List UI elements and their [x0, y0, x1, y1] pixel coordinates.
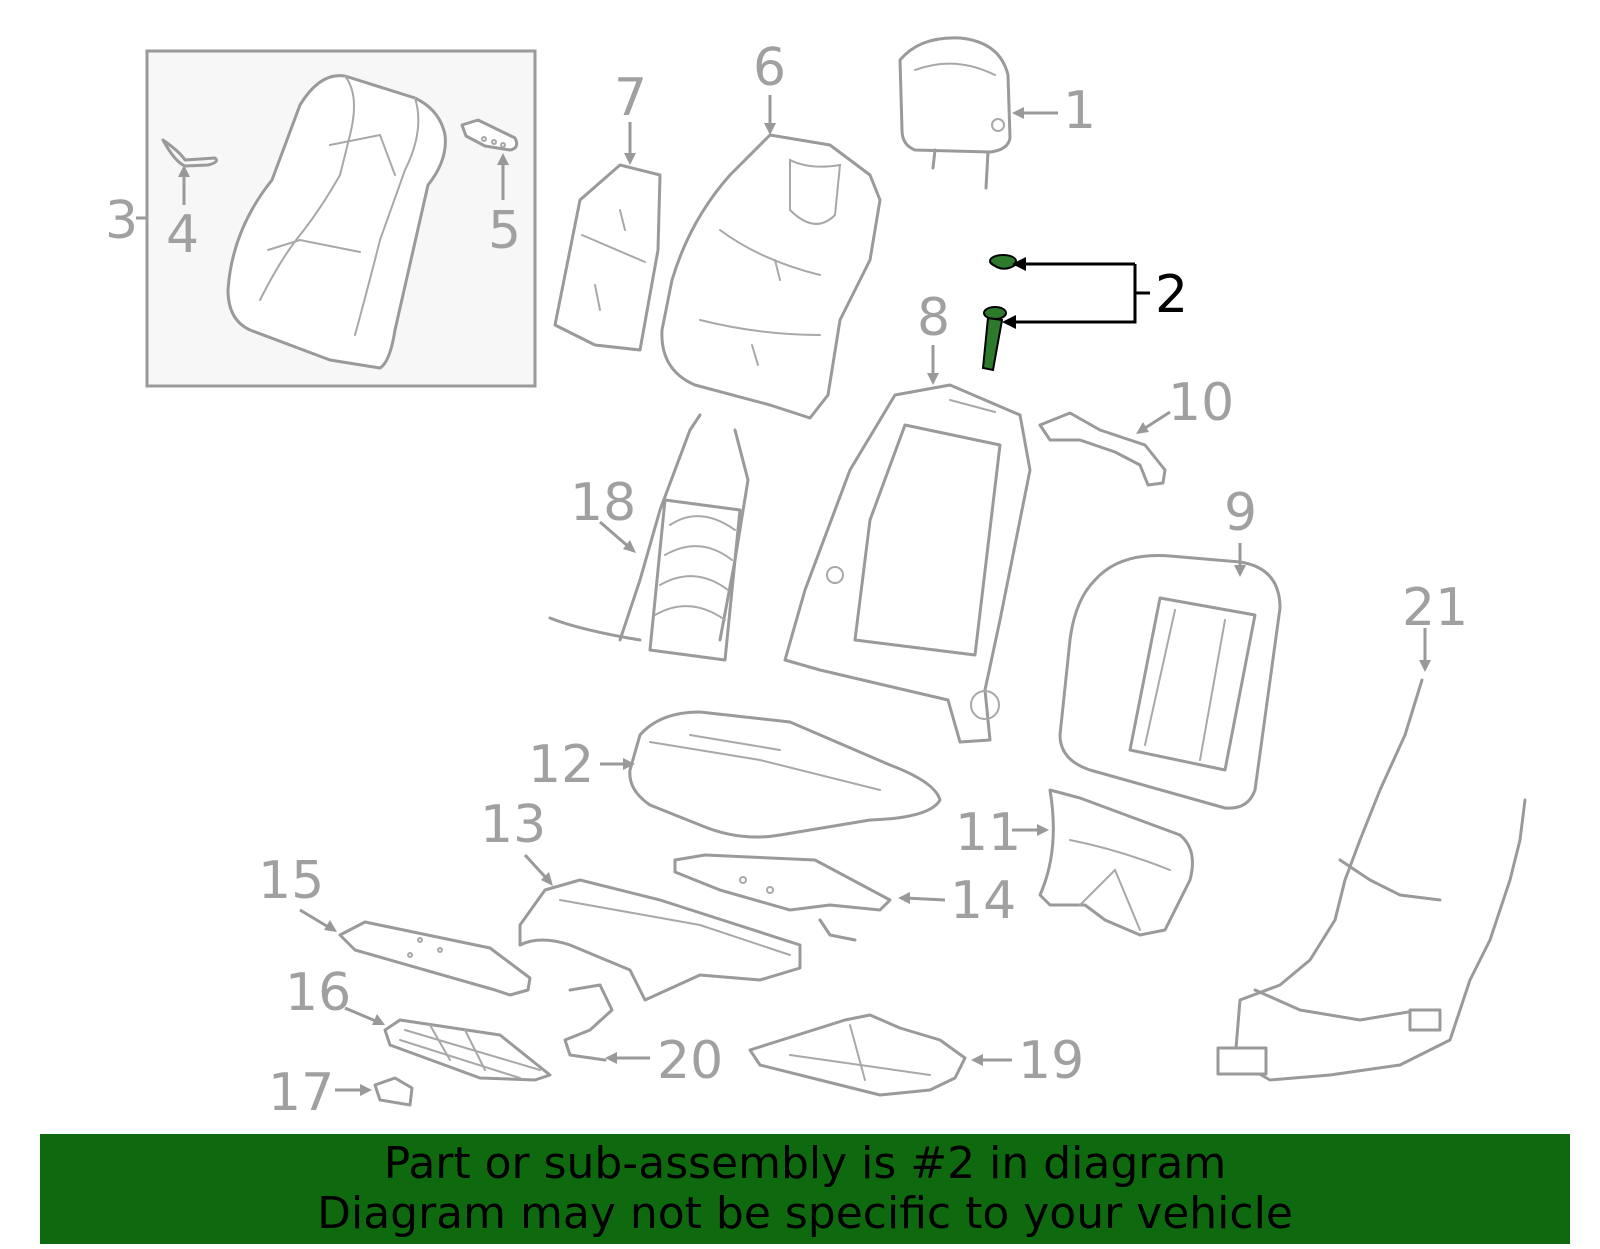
part-3-seam-right: [354, 97, 420, 336]
part-4-clip: [161, 138, 218, 168]
part-11-shield: [1038, 788, 1194, 937]
part-3-seam-mid: [267, 238, 361, 253]
part-3-group: [145, 49, 537, 388]
callout-18: 18: [570, 473, 636, 533]
leader-14-arrow: [898, 892, 910, 904]
part-13-cushion-pan: [518, 878, 802, 1002]
part-8-back-frame: [783, 383, 1032, 744]
callout-10: 10: [1168, 373, 1234, 433]
banner-line-2: Diagram may not be specific to your vehi…: [317, 1188, 1293, 1239]
callout-labels: 1 2 3 4 5 6 7 8 9 10 11 12 13 14 15 16 1…: [105, 38, 1468, 1123]
leader-2-arrow-bottom: [1002, 315, 1016, 329]
leader-9-arrow: [1234, 565, 1246, 577]
callout-20: 20: [657, 1031, 723, 1091]
callout-16: 16: [285, 963, 351, 1023]
part-18-lumbar-support: [548, 413, 750, 662]
leader-7-arrow: [624, 153, 636, 165]
callout-12: 12: [528, 735, 594, 795]
leader-10: [1141, 410, 1171, 432]
callout-15: 15: [258, 851, 324, 911]
leader-6-arrow: [764, 123, 776, 135]
leader-19-arrow: [971, 1054, 983, 1066]
part-14-pan-plate: [673, 853, 892, 912]
callout-3: 3: [105, 191, 138, 251]
part-16-grille-tray: [383, 1018, 552, 1082]
part-3-panel: [329, 133, 396, 176]
callout-7: 7: [614, 68, 647, 128]
leader-18: [599, 520, 631, 550]
callout-11: 11: [955, 803, 1021, 863]
leader-2-arrow-top: [1012, 257, 1026, 271]
callout-9: 9: [1224, 483, 1257, 543]
callout-4: 4: [166, 205, 199, 265]
leader-11-arrow: [1037, 824, 1049, 836]
callout-2: 2: [1155, 265, 1188, 325]
part-7-crease: [581, 234, 646, 263]
leader-15: [299, 908, 331, 930]
leader-21-arrow: [1419, 660, 1431, 672]
leaders: [136, 95, 1431, 1096]
callout-13: 13: [480, 795, 546, 855]
part-20-harness: [563, 983, 614, 1062]
leader-12-arrow: [623, 758, 635, 770]
leader-4-arrow: [178, 165, 190, 177]
callout-5: 5: [488, 201, 521, 261]
leader-18-arrow: [623, 540, 636, 553]
leader-14: [904, 896, 946, 902]
leader-5-arrow: [497, 153, 509, 165]
callout-6: 6: [753, 38, 786, 98]
part-9-back-panel: [1058, 554, 1282, 810]
part-15-cushion-extension: [338, 920, 532, 997]
part-1-headrest: [898, 36, 1012, 190]
callout-19: 19: [1018, 1031, 1084, 1091]
leader-15-arrow: [324, 920, 337, 932]
part-3-seam: [259, 75, 355, 301]
part-12-seat-cushion: [628, 710, 942, 839]
part-7-back-panel: [553, 163, 662, 352]
banner-line-1: Part or sub-assembly is #2 in diagram: [383, 1138, 1227, 1189]
leader-16: [344, 1006, 379, 1024]
callout-14: 14: [950, 871, 1016, 931]
part-2-guide: [981, 254, 1019, 372]
info-banner: Part or sub-assembly is #2 in diagram Di…: [40, 1134, 1570, 1244]
part-10-bracket: [1038, 411, 1167, 487]
leader-1-arrow: [1012, 107, 1024, 119]
leader-13: [523, 853, 550, 882]
leader-17-arrow: [360, 1084, 372, 1096]
leader-16-arrow: [372, 1014, 385, 1025]
leader-8-arrow: [927, 373, 939, 385]
leader-20-arrow: [605, 1052, 617, 1064]
part-17-cap: [373, 1076, 414, 1107]
part-6-back-pad: [660, 133, 882, 420]
callout-17: 17: [268, 1063, 334, 1123]
leader-10-arrow: [1136, 422, 1149, 434]
leader-2: [1008, 262, 1150, 324]
callout-21: 21: [1402, 578, 1468, 638]
part-6-headrest-socket-area: [789, 158, 842, 225]
callout-8: 8: [917, 288, 950, 348]
part-21-seat-harness: [1216, 678, 1527, 1082]
leader-13-arrow: [541, 872, 553, 886]
callout-1: 1: [1063, 81, 1096, 141]
